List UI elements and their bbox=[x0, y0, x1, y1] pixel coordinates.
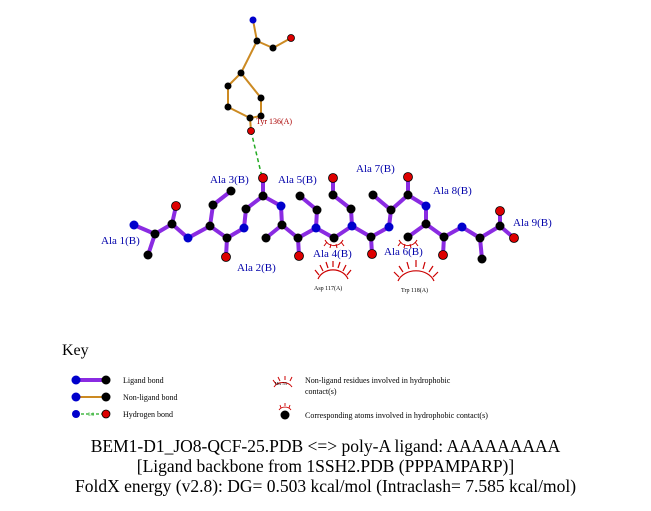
atom-carbon bbox=[222, 233, 232, 243]
atom-nitrogen bbox=[239, 223, 249, 233]
key-hbond-atom-o bbox=[101, 409, 111, 419]
key-hbond-atom-n bbox=[72, 410, 80, 418]
key-nonligand-atom-c bbox=[101, 392, 111, 402]
atom-carbon bbox=[167, 219, 177, 229]
key-hbond-label: Hydrogen bond bbox=[123, 410, 173, 419]
atom-carbon bbox=[477, 254, 487, 264]
atom-carbon bbox=[403, 190, 413, 200]
atom-carbon bbox=[224, 82, 232, 90]
atom-nitrogen bbox=[457, 222, 467, 232]
key-title: Key bbox=[62, 342, 89, 359]
label-asp117: Asp 117(A) bbox=[314, 285, 342, 292]
caption-energy: FoldX energy (v2.8): DG= 0.503 kcal/mol … bbox=[74, 476, 577, 496]
atom-carbon bbox=[328, 190, 338, 200]
key-hydrophobic-label-1: Non-ligand residues involved in hydropho… bbox=[305, 376, 451, 385]
atom-nitrogen bbox=[347, 221, 357, 231]
atom-carbon bbox=[295, 191, 305, 201]
atom-carbon bbox=[258, 191, 268, 201]
key-corresponding-label: Corresponding atoms involved in hydropho… bbox=[305, 411, 488, 420]
atom-oxygen bbox=[171, 201, 181, 211]
label-ala9: Ala 9(B) bbox=[513, 217, 552, 229]
atoms bbox=[129, 16, 519, 264]
atom-carbon bbox=[269, 44, 277, 52]
atom-carbon bbox=[253, 37, 261, 45]
atom-carbon bbox=[257, 94, 265, 102]
label-tyr136: Tyr 136(A) bbox=[256, 117, 292, 126]
label-trp118: Trp 118(A) bbox=[401, 287, 428, 294]
atom-carbon bbox=[421, 219, 431, 229]
label-ala2: Ala 2(B) bbox=[237, 262, 276, 274]
key-ligand-atom-n bbox=[71, 375, 81, 385]
hydrogen-bond bbox=[250, 130, 263, 178]
key-corresponding-atom bbox=[280, 410, 290, 420]
atom-carbon bbox=[257, 112, 265, 120]
atom-carbon bbox=[205, 221, 215, 231]
atom-oxygen bbox=[221, 252, 231, 262]
key-ligand-bond-label: Ligand bond bbox=[123, 376, 164, 385]
atom-oxygen bbox=[495, 206, 505, 216]
atom-carbon bbox=[475, 233, 485, 243]
key-nonligand-atom-n bbox=[71, 392, 81, 402]
atom-carbon bbox=[403, 232, 413, 242]
atom-carbon bbox=[495, 221, 505, 231]
atom-nitrogen bbox=[421, 201, 431, 211]
key-hydrophobic-example: His 53 bbox=[275, 381, 288, 386]
hydrophobic-contacts bbox=[323, 239, 419, 249]
atom-carbon bbox=[237, 69, 245, 77]
atom-oxygen bbox=[403, 172, 413, 182]
key-nonligand-bond-label: Non-ligand bond bbox=[123, 393, 177, 402]
key-legend: Ligand bond Non-ligand bond 3.0 Hydrogen… bbox=[71, 375, 488, 420]
atom-carbon bbox=[150, 229, 160, 239]
label-ala8: Ala 8(B) bbox=[433, 185, 472, 197]
atom-oxygen bbox=[367, 249, 377, 259]
label-ala1: Ala 1(B) bbox=[101, 235, 140, 247]
atom-carbon bbox=[246, 114, 254, 122]
caption-title: BEM1-D1_JO8-QCF-25.PDB <=> poly-A ligand… bbox=[90, 436, 561, 456]
atom-carbon bbox=[386, 205, 396, 215]
trp118-eyelash bbox=[393, 260, 439, 282]
key-hbond-length: 3.0 bbox=[88, 413, 95, 418]
label-ala3: Ala 3(B) bbox=[210, 174, 249, 186]
atom-oxygen bbox=[328, 173, 338, 183]
atom-carbon bbox=[208, 200, 218, 210]
atom-carbon bbox=[143, 250, 153, 260]
atom-carbon bbox=[224, 103, 232, 111]
key-ligand-atom-c bbox=[101, 375, 111, 385]
atom-nitrogen bbox=[311, 223, 321, 233]
atom-oxygen bbox=[287, 34, 295, 42]
atom-oxygen bbox=[438, 250, 448, 260]
atom-oxygen bbox=[509, 233, 519, 243]
caption-backbone: [Ligand backbone from 1SSH2.PDB (PPPAMPA… bbox=[136, 456, 515, 476]
atom-nitrogen bbox=[129, 220, 139, 230]
asp117-eyelash bbox=[314, 261, 352, 280]
atom-carbon bbox=[241, 204, 251, 214]
label-ala6: Ala 6(B) bbox=[384, 246, 423, 258]
label-ala4: Ala 4(B) bbox=[313, 248, 352, 260]
atom-nitrogen bbox=[249, 16, 257, 24]
key-hydrophobic-label-2: contact(s) bbox=[305, 387, 337, 396]
atom-carbon bbox=[368, 190, 378, 200]
key-hydrophobic-icon bbox=[272, 376, 293, 388]
atom-oxygen bbox=[258, 173, 268, 183]
atom-carbon bbox=[226, 186, 236, 196]
atom-carbon bbox=[277, 220, 287, 230]
atom-carbon bbox=[366, 232, 376, 242]
atom-carbon bbox=[439, 232, 449, 242]
atom-carbon bbox=[346, 204, 356, 214]
label-ala7: Ala 7(B) bbox=[356, 163, 395, 175]
atom-carbon bbox=[329, 233, 339, 243]
label-ala5: Ala 5(B) bbox=[278, 174, 317, 186]
key-corresponding-arc bbox=[278, 403, 292, 411]
atom-oxygen bbox=[247, 127, 255, 135]
atom-carbon bbox=[293, 233, 303, 243]
residue-labels: Ala 1(B) Ala 2(B) Ala 3(B) Ala 4(B) Ala … bbox=[101, 163, 552, 274]
atom-carbon bbox=[312, 205, 322, 215]
atom-nitrogen bbox=[384, 222, 394, 232]
atom-nitrogen bbox=[183, 233, 193, 243]
atom-oxygen bbox=[294, 251, 304, 261]
atom-nitrogen bbox=[276, 201, 286, 211]
atom-carbon bbox=[261, 233, 271, 243]
